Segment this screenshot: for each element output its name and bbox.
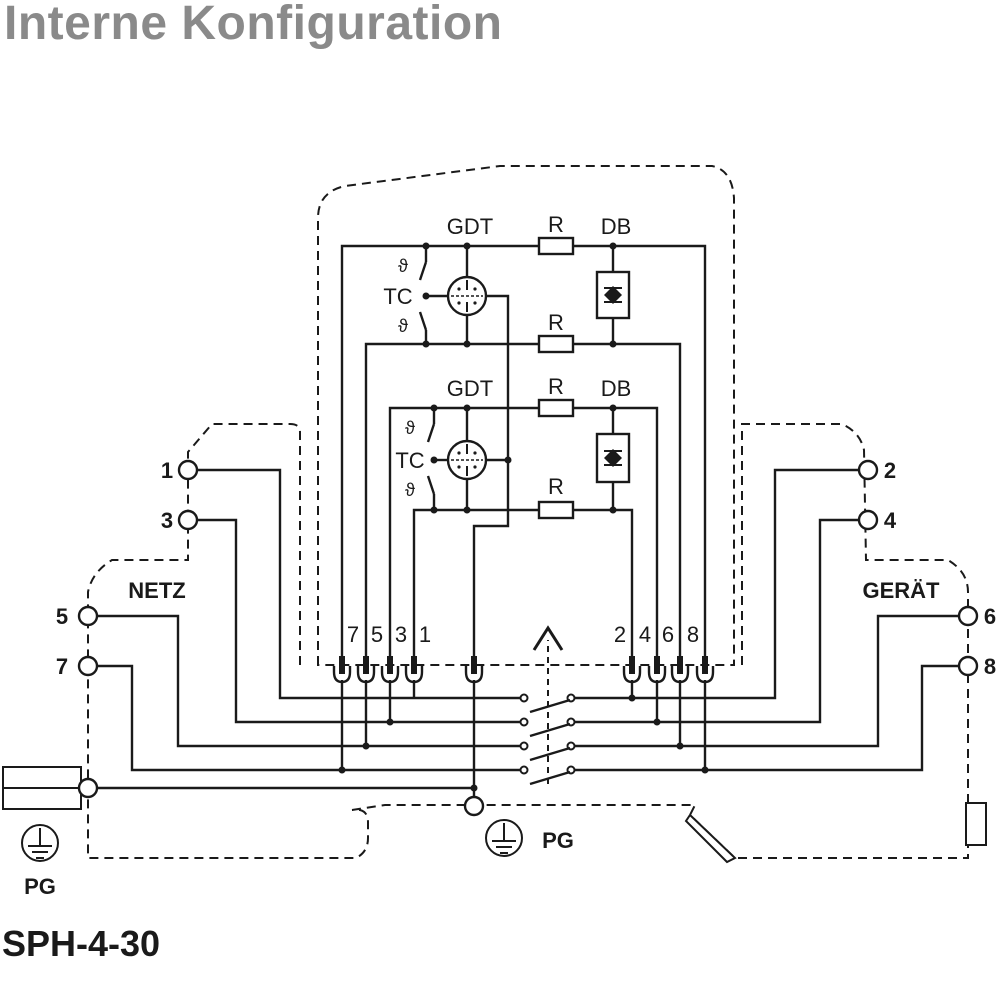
plug-pin-label: 4 (639, 622, 651, 647)
netz-label: NETZ (128, 578, 185, 603)
gdt-label: GDT (447, 376, 493, 401)
theta-label: ϑ (405, 418, 415, 438)
terminal-8 (957, 655, 979, 677)
r-label: R (548, 212, 564, 237)
junctions (338, 242, 709, 792)
plug-pin (654, 656, 660, 674)
gdt-symbol (446, 439, 488, 481)
terminal-4 (857, 509, 879, 531)
terminal-labels: 1 3 5 7 2 4 6 8 NETZ GERÄT PG PG (24, 458, 996, 899)
disconnect-switches (519, 625, 576, 786)
plug-pin (471, 656, 477, 674)
earth-icon (485, 819, 523, 857)
r-label: R (548, 310, 564, 335)
plug-pin (677, 656, 683, 674)
plug-pin (387, 656, 393, 674)
db-symbol (595, 432, 631, 484)
terminal-6 (957, 605, 979, 627)
plug-pin-label: 7 (347, 622, 359, 647)
tc-label: TC (383, 284, 412, 309)
plug-pin (702, 656, 708, 674)
terminal-pg-center (463, 795, 485, 817)
terminal-label: 3 (161, 508, 173, 533)
terminal-2 (857, 459, 879, 481)
plug-pin-label: 5 (371, 622, 383, 647)
pg-label: PG (24, 874, 56, 899)
terminal-pg-left (77, 777, 99, 799)
plug-pin-label: 6 (662, 622, 674, 647)
geraet-label: GERÄT (863, 578, 941, 603)
r-label: R (548, 474, 564, 499)
theta-label: ϑ (405, 480, 415, 500)
plug-pin-label: 1 (419, 622, 431, 647)
terminal-label: 1 (161, 458, 173, 483)
theta-label: ϑ (398, 256, 408, 276)
plug-pin-label: 8 (687, 622, 699, 647)
db-symbol (595, 270, 631, 320)
db-label: DB (601, 376, 632, 401)
terminal-label: 6 (984, 604, 996, 629)
r-label: R (548, 374, 564, 399)
plug-pin (363, 656, 369, 674)
terminal-label: 7 (56, 654, 68, 679)
plug-sockets (332, 656, 715, 684)
plug-pin (629, 656, 635, 674)
resistors (537, 236, 575, 520)
terminal-label: 2 (884, 458, 896, 483)
housing-outline (87, 165, 969, 859)
plug-pin (411, 656, 417, 674)
terminal-5 (77, 605, 99, 627)
terminal-3 (177, 509, 199, 531)
model-name: SPH-4-30 (2, 923, 160, 964)
plug-pin-label: 2 (614, 622, 626, 647)
channel-2-circuit (388, 406, 659, 672)
terminal-label: 4 (884, 508, 897, 533)
channel-1-circuit (340, 244, 707, 672)
terminal-7 (77, 655, 99, 677)
release-lever (684, 813, 737, 864)
gas-discharge-tubes (446, 275, 488, 481)
resistor (537, 236, 575, 256)
external-wiring (96, 468, 960, 798)
component-labels: GDT R DB R GDT R DB R TC TC ϑ ϑ ϑ ϑ (383, 212, 631, 500)
din-latch (965, 802, 987, 846)
plug-pin (339, 656, 345, 674)
tvs-diodes (595, 270, 631, 484)
plug-pin-label: 3 (395, 622, 407, 647)
resistor (537, 334, 575, 354)
resistor (537, 398, 575, 418)
terminal-label: 8 (984, 654, 996, 679)
terminals (77, 459, 979, 817)
earth-icon (21, 824, 59, 862)
tc-label: TC (395, 448, 424, 473)
db-label: DB (601, 214, 632, 239)
terminal-label: 5 (56, 604, 68, 629)
gdt-symbol (446, 275, 488, 317)
theta-label: ϑ (398, 316, 408, 336)
page-title: Interne Konfiguration (4, 0, 503, 50)
pg-label: PG (542, 828, 574, 853)
plug-pin-labels: 7 5 3 1 2 4 6 8 (347, 622, 699, 647)
pe-rail-clamp (2, 766, 82, 810)
terminal-1 (177, 459, 199, 481)
gdt-label: GDT (447, 214, 493, 239)
resistor (537, 500, 575, 520)
